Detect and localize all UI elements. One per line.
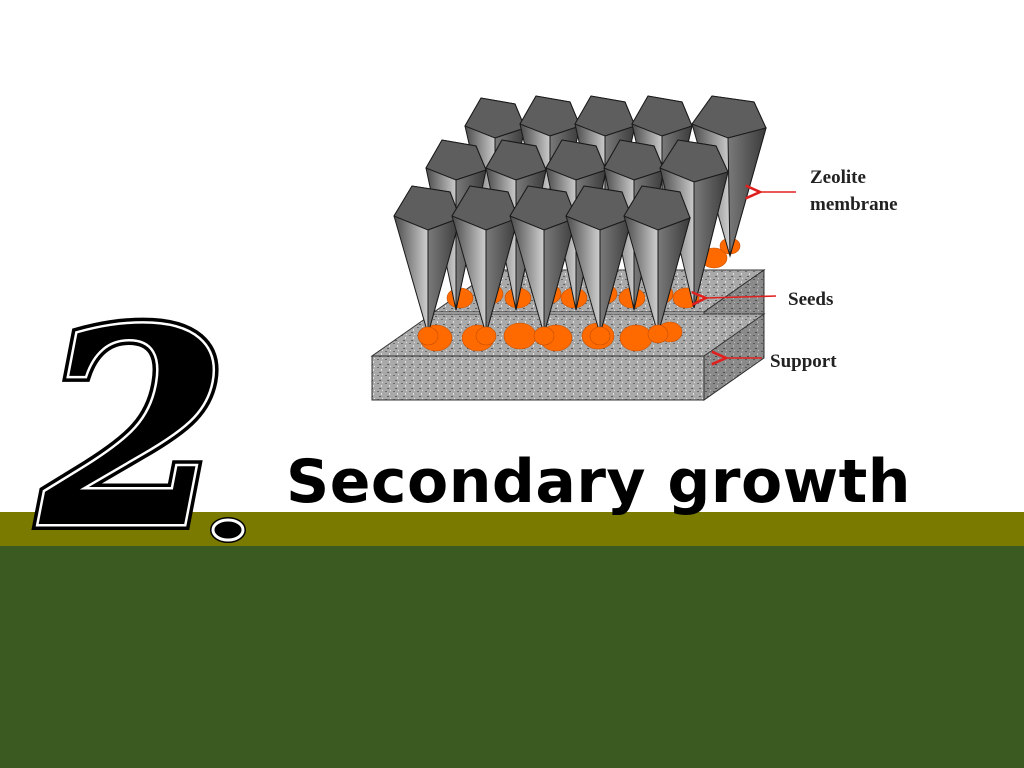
- label-zeolite-membrane: Zeolite membrane: [760, 167, 898, 215]
- slide-number-text: 2.: [30, 292, 32, 293]
- olive-band: [0, 512, 1024, 546]
- zeolite-crystals: [393, 95, 767, 336]
- svg-text:2: 2: [36, 292, 228, 552]
- slide-number: 2 2 2 2.: [30, 292, 246, 552]
- svg-text:2: 2: [36, 292, 228, 552]
- svg-text:2: 2: [36, 292, 228, 552]
- zeolite-membrane-diagram: Zeolite membrane Seeds Support: [370, 95, 898, 401]
- label-seeds-text: Seeds: [788, 289, 833, 310]
- slide-title: Secondary growth: [286, 447, 912, 517]
- label-support-text: Support: [770, 351, 837, 372]
- label-seeds: Seeds: [706, 289, 833, 310]
- seed-layer-front: [417, 324, 669, 346]
- label-support: Support: [726, 351, 837, 372]
- label-zeolite-line2: membrane: [810, 194, 898, 215]
- green-footer: [0, 546, 1024, 768]
- slide-number-glyph: 2 2 2: [30, 292, 246, 552]
- label-zeolite-line1: Zeolite: [810, 167, 866, 188]
